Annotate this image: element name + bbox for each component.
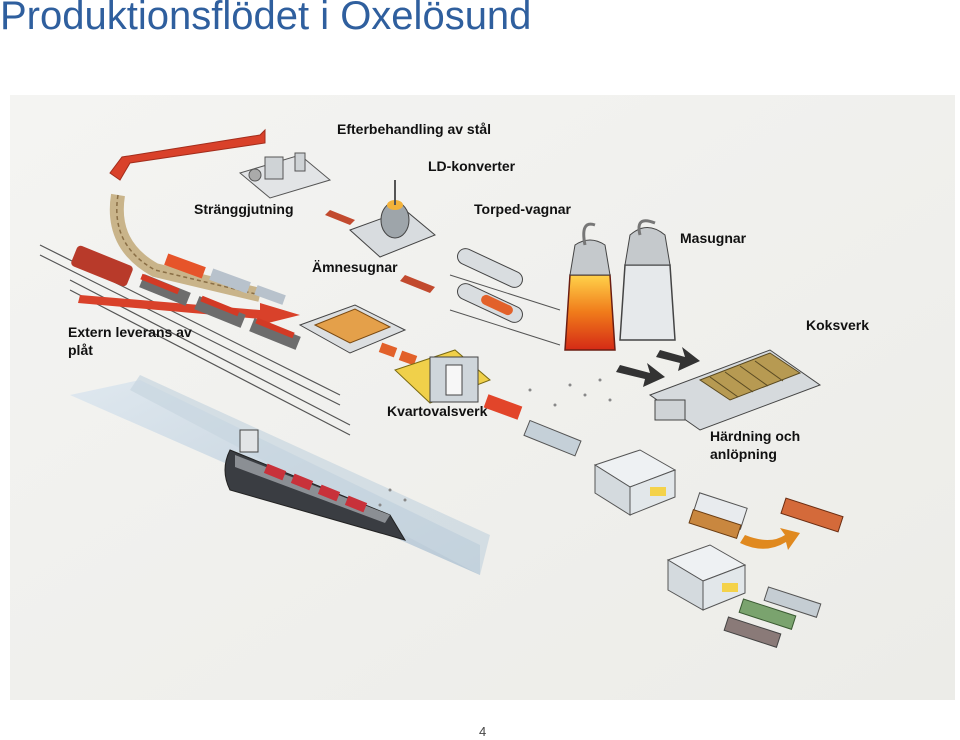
label-amnesugnar: Ämnesugnar [312,259,398,275]
reheating-furnaces [298,304,418,366]
blast-furnaces [564,219,676,351]
cargo-ship [224,429,407,541]
label-stranggjutning: Stränggjutning [194,201,294,217]
ld-converter-plant [349,180,436,258]
hot-slabs [164,253,286,305]
post-treatment-plant [238,152,332,199]
label-extern-leverans: Extern leverans av plåt [68,324,192,358]
label-masugnar: Masugnar [680,230,747,246]
coke-arrow-2 [616,363,665,387]
finished-plates [723,497,844,648]
label-ld-konverter: LD-konverter [428,158,516,174]
stockpile-dots [378,378,612,507]
page-title: Produktionsflödet i Oxelösund [0,0,532,38]
heat-treatment-furnaces [593,449,747,611]
plate-trains [71,245,301,350]
return-arrow [109,128,266,181]
label-koksverk: Koksverk [806,317,870,333]
production-flow-illustration [10,95,955,700]
water-channel [130,375,490,575]
coke-arrow-1 [656,347,700,371]
torpedo-cars [449,248,561,346]
strand-casting-curve [109,193,262,302]
label-hardning: Härdning och anlöpning [710,428,801,462]
quench-press [688,492,800,550]
label-efterbehandling: Efterbehandling av stål [337,121,492,137]
page-number: 4 [479,724,487,739]
coke-oven-plant [648,349,822,431]
label-kvartovalsverk: Kvartovalsverk [387,403,488,419]
flow-arrow-1 [325,210,355,225]
flow-arrow-2 [400,275,435,293]
plate-mill [394,349,582,457]
label-torped-vagnar: Torped-vagnar [474,201,571,217]
